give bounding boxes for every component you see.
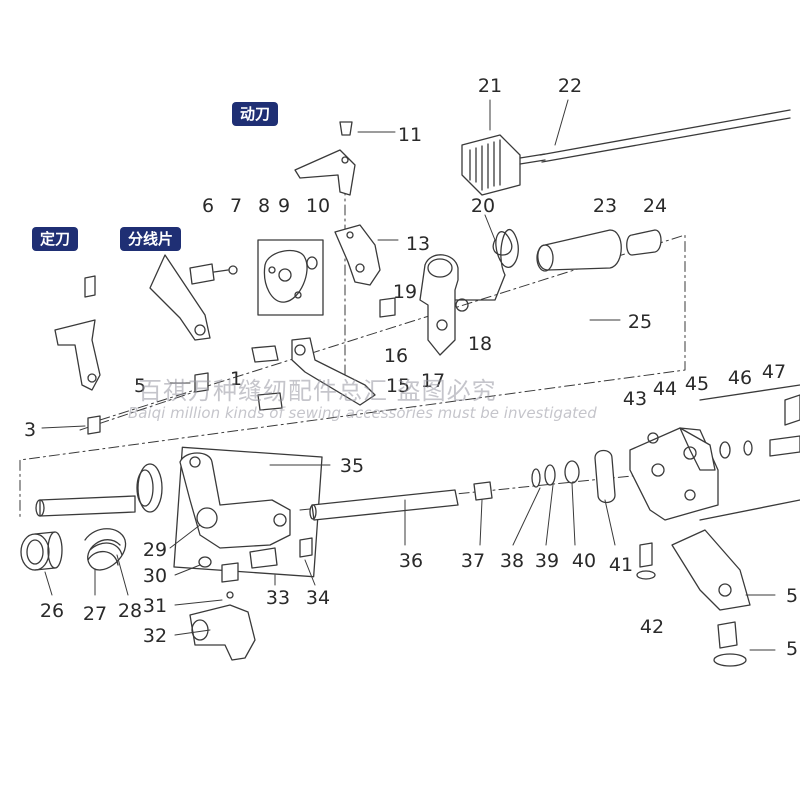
part-number-36: 36: [399, 550, 423, 572]
part-number-23: 23: [593, 195, 617, 217]
part-number-43: 43: [623, 388, 647, 410]
part-number-38: 38: [500, 550, 524, 572]
part-number-34: 34: [306, 587, 330, 609]
moving-knife-part: [294, 121, 356, 196]
fixed-knife-label: 定刀: [32, 227, 79, 251]
part-number-39: 39: [535, 550, 559, 572]
leader-lines: [41, 99, 776, 651]
part-number-24: 24: [643, 195, 667, 217]
part-number-5-right-upper: 5: [786, 585, 798, 607]
part-number-40: 40: [572, 550, 596, 572]
thread-separator-part: [149, 254, 211, 393]
part-number-32: 32: [143, 625, 167, 647]
right-bracket: [629, 384, 800, 521]
part-number-6: 6: [202, 195, 214, 217]
moving-knife-label: 动刀: [232, 102, 279, 126]
knife-link: [334, 224, 381, 286]
part-number-8: 8: [258, 195, 270, 217]
shaft-36-assembly: [309, 449, 656, 580]
part-number-1: 1: [230, 368, 242, 390]
fixed-knife-part: [54, 275, 101, 435]
bottom-plate: [671, 529, 751, 667]
part-number-labels: 21 22 11 20 23 24 6 7 8 9 10 13 19 18 25…: [24, 75, 798, 660]
part-number-19: 19: [393, 281, 417, 303]
shaft-assembly-left: [20, 463, 163, 571]
part-number-22: 22: [558, 75, 582, 97]
part-number-13: 13: [406, 233, 430, 255]
part-number-18: 18: [468, 333, 492, 355]
part-number-46: 46: [728, 367, 752, 389]
thread-separator-label: 分线片: [120, 227, 182, 251]
lever-link: [251, 297, 396, 411]
crank-assembly: [419, 254, 469, 356]
part-number-31: 31: [143, 595, 167, 617]
part-number-11: 11: [398, 124, 422, 146]
part-number-21: 21: [478, 75, 502, 97]
part-number-47: 47: [762, 361, 786, 383]
part-number-44: 44: [653, 378, 677, 400]
part-number-9: 9: [278, 195, 290, 217]
part-number-15: 15: [386, 375, 410, 397]
part-number-5-upper: 5: [134, 375, 146, 397]
part-number-25: 25: [628, 311, 652, 333]
cable-connector: [461, 109, 791, 196]
part-number-42: 42: [640, 616, 664, 638]
bushing: [536, 229, 662, 272]
part-number-33: 33: [266, 587, 290, 609]
part-number-16: 16: [384, 345, 408, 367]
part-number-29: 29: [143, 539, 167, 561]
part-number-20: 20: [471, 195, 495, 217]
part-number-45: 45: [685, 373, 709, 395]
knob-32: [189, 591, 256, 661]
part-number-37: 37: [461, 550, 485, 572]
part-number-35: 35: [340, 455, 364, 477]
part-number-3: 3: [24, 419, 36, 441]
part-number-28: 28: [118, 600, 142, 622]
torsion-spring: [449, 228, 519, 301]
part-number-10: 10: [306, 195, 330, 217]
part-number-17: 17: [421, 370, 445, 392]
part-number-26: 26: [40, 600, 64, 622]
part-number-27: 27: [83, 603, 107, 625]
mounting-plate: [189, 239, 324, 316]
crank-35: [173, 446, 323, 583]
part-number-7: 7: [230, 195, 242, 217]
part-number-41: 41: [609, 554, 633, 576]
part-number-30: 30: [143, 565, 167, 587]
part-number-5-right-lower: 5: [786, 638, 798, 660]
